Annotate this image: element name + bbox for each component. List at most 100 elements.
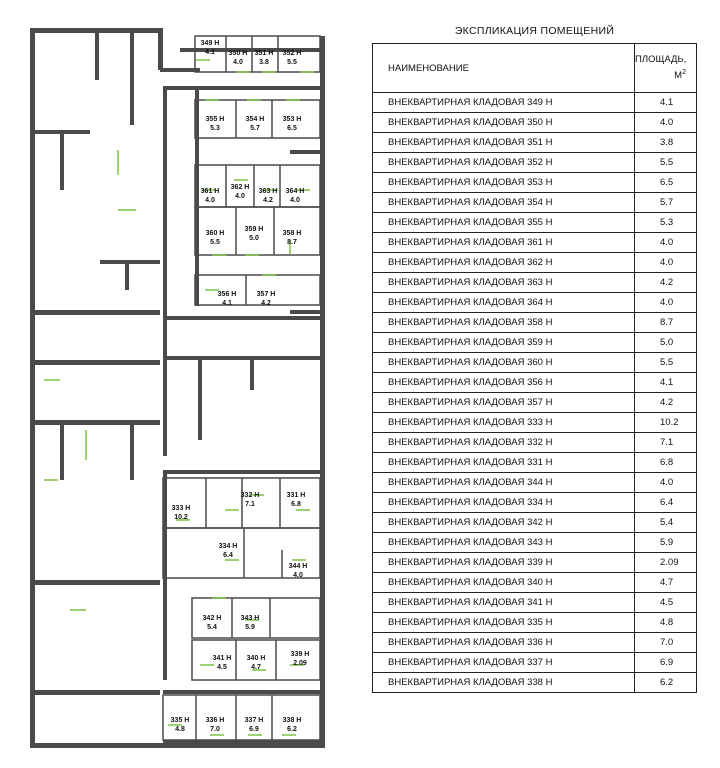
room-area: 2.09 [634, 552, 697, 573]
room-area: 7.1 [634, 432, 697, 453]
room-area-label: 5.0 [249, 235, 259, 242]
room-number-label: 352 Н [283, 50, 302, 57]
wall [163, 86, 320, 90]
room-name: ВНЕКВАРТИРНАЯ КЛАДОВАЯ 352 Н [372, 152, 635, 173]
room-area: 5.7 [634, 192, 697, 213]
wall [163, 316, 323, 320]
room-area: 5.3 [634, 212, 697, 233]
room-area-label: 6.5 [287, 125, 297, 132]
wall [30, 580, 160, 585]
wall [163, 690, 323, 694]
explication-title: ЭКСПЛИКАЦИЯ ПОМЕЩЕНИЙ [454, 25, 615, 37]
wall [198, 360, 202, 440]
room-area: 5.9 [634, 532, 697, 553]
room-number-label: 340 Н [247, 655, 266, 662]
room-name: ВНЕКВАРТИРНАЯ КЛАДОВАЯ 362 Н [372, 252, 635, 273]
room-area-label: 8.7 [287, 239, 297, 246]
room-name: ВНЕКВАРТИРНАЯ КЛАДОВАЯ 360 Н [372, 352, 635, 373]
plan-walls [30, 28, 325, 748]
room-number-label: 360 Н [206, 230, 225, 237]
room-name: ВНЕКВАРТИРНАЯ КЛАДОВАЯ 333 Н [372, 412, 635, 433]
wall [163, 470, 167, 680]
room-name: ВНЕКВАРТИРНАЯ КЛАДОВАЯ 353 Н [372, 172, 635, 193]
wall [250, 360, 254, 390]
wall [163, 356, 323, 360]
header-name: НАИМЕНОВАНИЕ [372, 43, 635, 93]
wall [163, 740, 323, 744]
room-name: ВНЕКВАРТИРНАЯ КЛАДОВАЯ 359 Н [372, 332, 635, 353]
room-number-label: 356 Н [218, 291, 237, 298]
room-area: 4.0 [634, 292, 697, 313]
room-name: ВНЕКВАРТИРНАЯ КЛАДОВАЯ 358 Н [372, 312, 635, 333]
header-area-label: ПЛОЩАДЬ, [635, 54, 687, 66]
room-number-label: 333 Н [172, 505, 191, 512]
room-name: ВНЕКВАРТИРНАЯ КЛАДОВАЯ 363 Н [372, 272, 635, 293]
room-area-label: 5.3 [210, 125, 220, 132]
room-area-label: 4.1 [222, 300, 232, 307]
room-name: ВНЕКВАРТИРНАЯ КЛАДОВАЯ 334 Н [372, 492, 635, 513]
room-number-label: 334 Н [219, 543, 238, 550]
room-area: 4.0 [634, 472, 697, 493]
room-area: 4.1 [634, 92, 697, 113]
room-area: 10.2 [634, 412, 697, 433]
room-name: ВНЕКВАРТИРНАЯ КЛАДОВАЯ 339 Н [372, 552, 635, 573]
room-number-label: 361 Н [201, 188, 220, 195]
room-number-label: 339 Н [291, 651, 310, 658]
room-area-label: 4.2 [261, 300, 271, 307]
room-area-label: 5.5 [210, 239, 220, 246]
wall [30, 420, 160, 425]
storage-block [162, 694, 321, 741]
room-area-label: 7.1 [245, 501, 255, 508]
room-name: ВНЕКВАРТИРНАЯ КЛАДОВАЯ 335 Н [372, 612, 635, 633]
wall [160, 68, 200, 72]
room-number-label: 341 Н [213, 655, 232, 662]
room-number-label: 335 Н [171, 717, 190, 724]
room-number-label: 337 Н [245, 717, 264, 724]
room-area-label: 5.7 [250, 125, 260, 132]
plan-doors [44, 59, 314, 736]
room-number-label: 359 Н [245, 226, 264, 233]
room-area-label: 6.8 [291, 501, 301, 508]
room-number-label: 357 Н [257, 291, 276, 298]
room-number-label: 350 Н [229, 50, 248, 57]
wall [180, 48, 320, 52]
room-area-label: 4.0 [290, 197, 300, 204]
room-area-label: 4.8 [175, 726, 185, 733]
room-area: 5.0 [634, 332, 697, 353]
room-area: 4.2 [634, 272, 697, 293]
room-area-label: 3.8 [259, 59, 269, 66]
wall [60, 420, 64, 480]
room-area-label: 6.4 [223, 552, 233, 559]
room-name: ВНЕКВАРТИРНАЯ КЛАДОВАЯ 343 Н [372, 532, 635, 553]
room-area-label: 2.09 [293, 660, 307, 667]
wall [30, 360, 160, 365]
wall [163, 86, 167, 316]
wall [320, 36, 325, 748]
room-number-label: 354 Н [246, 116, 265, 123]
room-area: 4.1 [634, 372, 697, 393]
room-name: ВНЕКВАРТИРНАЯ КЛАДОВАЯ 344 Н [372, 472, 635, 493]
wall [290, 150, 320, 154]
room-name: ВНЕКВАРТИРНАЯ КЛАДОВАЯ 341 Н [372, 592, 635, 613]
wall [158, 28, 163, 70]
wall [30, 743, 325, 748]
room-area-label: 4.5 [217, 664, 227, 671]
room-number-label: 349 Н [201, 40, 220, 47]
